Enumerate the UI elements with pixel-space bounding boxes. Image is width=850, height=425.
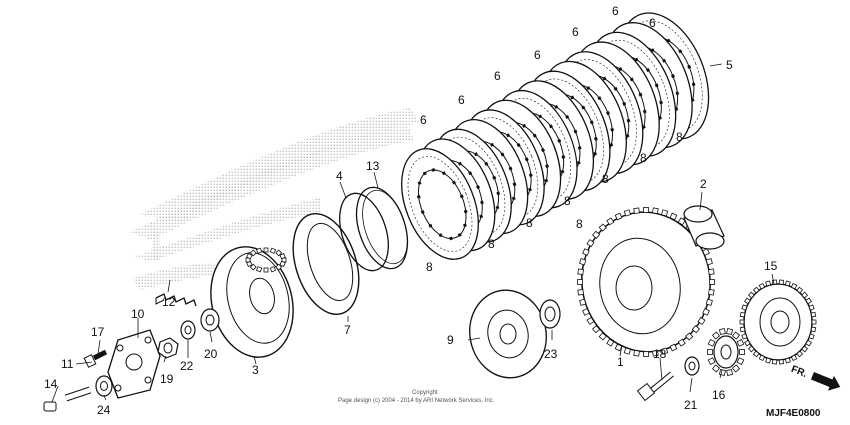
- callout-11: 11: [61, 357, 74, 371]
- callout-labels: 1 2 3 4 5 6 6 6 6 6 6 6 7 8 8 8 8 8 8 8 …: [44, 4, 778, 417]
- callout-6f: 6: [420, 113, 427, 127]
- washer-part-20: [200, 308, 220, 332]
- pressure-plate-part-3: [210, 246, 294, 358]
- copyright-line-1: Copyright: [412, 390, 438, 396]
- callout-18: 18: [653, 347, 667, 361]
- front-direction-label: FR.: [789, 364, 808, 380]
- callout-7: 7: [344, 323, 351, 337]
- callout-6e: 6: [458, 93, 465, 107]
- callout-16: 16: [712, 388, 726, 402]
- callout-22: 22: [180, 359, 194, 373]
- callout-15: 15: [764, 259, 778, 273]
- clutch-center-part-9: [469, 289, 547, 379]
- leader-lines: [51, 63, 775, 403]
- pin-part-14: [43, 401, 57, 412]
- washer-part-22: [180, 320, 196, 340]
- callout-6d: 6: [494, 69, 501, 83]
- callout-8f: 8: [640, 151, 647, 165]
- wire-ring-part-4: [339, 192, 389, 272]
- callout-12: 12: [162, 295, 176, 309]
- callout-4: 4: [336, 169, 343, 183]
- crankcase-shadow: [130, 108, 420, 290]
- callout-14: 14: [44, 377, 58, 391]
- callout-17: 17: [91, 325, 105, 339]
- bolt-part-18: [636, 371, 674, 402]
- callout-6b: 6: [572, 25, 579, 39]
- friction-disc: [401, 148, 479, 260]
- bearing-part-24: [95, 375, 113, 397]
- diagram-code: MJF4E0800: [766, 408, 821, 419]
- callout-8a: 8: [426, 260, 433, 274]
- callout-8g: 8: [676, 130, 683, 144]
- nut-part-19: [157, 337, 179, 359]
- lifter-plate-part-10: [107, 329, 161, 399]
- callout-6c: 6: [534, 48, 541, 62]
- seat-ring-part-13: [355, 186, 409, 270]
- callout-10: 10: [131, 307, 145, 321]
- washer-part-21: [684, 356, 700, 376]
- callout-8b: 8: [488, 237, 495, 251]
- callout-6g: 6: [649, 16, 656, 30]
- callout-13: 13: [366, 159, 380, 173]
- callout-23: 23: [544, 347, 558, 361]
- copyright-line-2: Page design (c) 2004 - 2014 by ARI Netwo…: [338, 398, 495, 404]
- clutch-spring-part-12: [155, 293, 197, 307]
- bolt-part-17: [83, 349, 108, 368]
- callout-8c: 8: [526, 216, 533, 230]
- callout-21: 21: [684, 398, 698, 412]
- lifter-rod-part-11: [64, 386, 92, 402]
- clutch-plate-stack: [401, 12, 710, 260]
- drive-gear-part-15: [739, 279, 817, 365]
- callout-20: 20: [204, 347, 218, 361]
- callout-24: 24: [97, 403, 111, 417]
- callout-8d: 8: [564, 194, 571, 208]
- callout-8e: 8: [602, 172, 609, 186]
- star-washer-part-16: [707, 328, 745, 376]
- callout-19: 19: [160, 372, 174, 386]
- callout-3: 3: [252, 363, 259, 377]
- callout-9: 9: [447, 333, 454, 347]
- judder-spring-seat-part-7: [292, 212, 360, 316]
- callout-8h: 8: [576, 217, 583, 231]
- callout-2: 2: [700, 177, 707, 191]
- thrust-washer-part-23: [539, 299, 561, 329]
- callout-1: 1: [617, 355, 624, 369]
- callout-5: 5: [726, 58, 733, 72]
- sleeve-part-2: [683, 205, 725, 250]
- front-direction-arrow: FR.: [789, 364, 841, 391]
- callout-6a: 6: [612, 4, 619, 18]
